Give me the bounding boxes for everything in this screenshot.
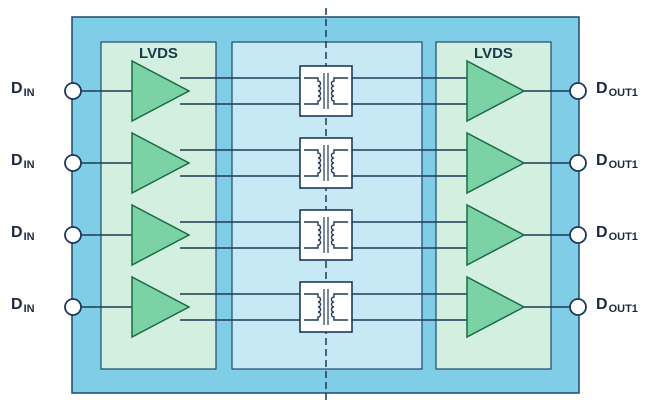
input-buffer <box>131 203 191 267</box>
input-pin-label: DIN <box>11 80 35 99</box>
output-buffer <box>466 131 526 195</box>
output-pin-label: DOUT1 <box>596 80 638 99</box>
output-pin <box>569 82 587 100</box>
transformer-box <box>299 281 353 333</box>
output-buffer <box>466 275 526 339</box>
input-pin-label: DIN <box>11 224 35 243</box>
input-pin-label: DIN <box>11 152 35 171</box>
primary-coil <box>304 293 322 321</box>
input-pin <box>64 226 82 244</box>
output-buffer <box>466 203 526 267</box>
input-pin-label: DIN <box>11 296 35 315</box>
transformer-box <box>299 209 353 261</box>
input-buffer <box>131 59 191 123</box>
input-pin <box>64 82 82 100</box>
output-pin-label: DOUT1 <box>596 224 638 243</box>
transformer-box <box>299 65 353 117</box>
secondary-coil <box>330 221 348 249</box>
output-buffer <box>466 59 526 123</box>
output-pin <box>569 154 587 172</box>
output-pin-label: DOUT1 <box>596 296 638 315</box>
secondary-coil <box>330 149 348 177</box>
primary-coil <box>304 77 322 105</box>
primary-coil <box>304 149 322 177</box>
input-pin <box>64 154 82 172</box>
output-pin-label: DOUT1 <box>596 152 638 171</box>
secondary-coil <box>330 77 348 105</box>
channels <box>64 59 587 339</box>
right-block-title: LVDS <box>474 45 513 62</box>
input-buffer <box>131 131 191 195</box>
primary-coil <box>304 221 322 249</box>
output-pin <box>569 298 587 316</box>
transformer-box <box>299 137 353 189</box>
input-pin <box>64 298 82 316</box>
secondary-coil <box>330 293 348 321</box>
left-block-title: LVDS <box>139 45 178 62</box>
output-pin <box>569 226 587 244</box>
input-buffer <box>131 275 191 339</box>
